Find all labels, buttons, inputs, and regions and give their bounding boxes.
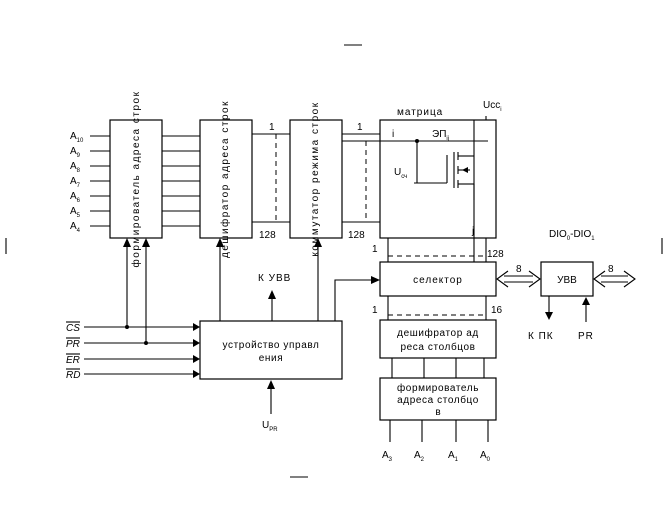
mode-switch-block xyxy=(289,119,343,239)
coldecoder-to-colformer-lines xyxy=(391,358,485,378)
control-signal-label: ER xyxy=(66,355,80,366)
column-address-labels: A3 A2 A1 A0 xyxy=(382,450,491,463)
external-bus-width: 8 xyxy=(608,264,614,275)
control-signal-label: RD xyxy=(66,370,80,381)
selector-bus-width: 8 xyxy=(516,264,522,275)
column-address-lines xyxy=(389,420,489,442)
decoder-out-128-label: 128 xyxy=(259,230,276,241)
matrix-to-selector-bus xyxy=(387,238,487,262)
matrix-title: матрица xyxy=(397,107,443,118)
column-address-label: A2 xyxy=(414,450,425,463)
row-address-former-label: формирователь адреса строк xyxy=(130,91,142,268)
address-input-label: A9 xyxy=(70,146,81,159)
column-decoder-block xyxy=(379,319,497,359)
control-signal-label: CS xyxy=(66,323,80,334)
column-address-label: A3 xyxy=(382,450,393,463)
address-input-label: A6 xyxy=(70,191,81,204)
row-address-former-block xyxy=(109,119,163,239)
decoder-to-switch-bus xyxy=(252,133,290,223)
cell-label: ЭПij xyxy=(432,129,449,142)
selector-label: селектор xyxy=(413,275,463,286)
address-input-label: A4 xyxy=(70,221,81,234)
control-unit-block xyxy=(199,320,343,380)
selector-block xyxy=(379,261,497,297)
control-signal-label: PR xyxy=(66,339,80,350)
kpk-arrow xyxy=(545,312,553,320)
ucc-label: Ucci xyxy=(483,100,502,113)
switch-out-128-label: 128 xyxy=(348,230,365,241)
column-decoder-label-1: дешифратор ад xyxy=(397,327,479,339)
selector-uvv-bus-arrow xyxy=(496,270,541,288)
col-index-label: j xyxy=(471,226,474,237)
column-former-block xyxy=(379,377,497,421)
upr-label: UPR xyxy=(262,420,278,433)
matrix-block xyxy=(379,119,497,239)
address-input-label: A5 xyxy=(70,206,81,219)
column-decoder-label-2: реса столбцов xyxy=(400,341,475,353)
io-device-label: УВВ xyxy=(557,275,577,286)
row-decoder-block xyxy=(199,119,253,239)
control-signal-labels: CS PR ER RD xyxy=(66,321,80,381)
kpk-label: К ПК xyxy=(528,331,554,342)
coldec-1-label: 1 xyxy=(372,305,378,316)
pr-arrow xyxy=(582,297,590,305)
selector-to-coldecoder-bus xyxy=(387,296,487,320)
upr-arrow xyxy=(267,380,275,389)
control-signal-lines xyxy=(84,323,200,378)
io-device-block xyxy=(540,261,594,297)
mode-switch-label: коммутатор режима строк xyxy=(310,101,321,256)
matrix-out-128-label: 128 xyxy=(487,249,504,260)
address-input-label: A10 xyxy=(70,131,84,144)
switch-out-1-label: 1 xyxy=(357,122,363,133)
control-unit-outputs xyxy=(216,238,380,321)
former-to-decoder-lines xyxy=(162,135,200,227)
dio-label: DIO0-DIO1 xyxy=(549,229,595,242)
column-former-label-2: адреса столбцо xyxy=(397,394,479,406)
matrix-out-1-label: 1 xyxy=(372,244,378,255)
address-input-label: A7 xyxy=(70,176,81,189)
column-address-label: A0 xyxy=(480,450,491,463)
row-index-label: i xyxy=(392,129,394,140)
row-decoder-label: дешифратор адреса строк xyxy=(219,100,231,258)
read-voltage-label: Uсч xyxy=(394,167,407,180)
address-input-label: A8 xyxy=(70,161,81,174)
column-address-label: A1 xyxy=(448,450,459,463)
memory-cell xyxy=(380,120,488,262)
pr-label: PR xyxy=(578,331,594,342)
column-former-label-3: в xyxy=(435,407,440,418)
decoder-out-1-label: 1 xyxy=(269,122,275,133)
control-unit-label-2: ения xyxy=(259,353,284,364)
control-unit-label-1: устройство управл xyxy=(223,340,320,351)
row-address-lines xyxy=(90,135,110,227)
column-former-label-1: формирователь xyxy=(397,382,479,394)
to-uvv-label: К УВВ xyxy=(258,273,291,284)
external-data-bus-arrow xyxy=(593,270,636,288)
cs-pr-taps xyxy=(123,238,150,345)
coldec-16-label: 16 xyxy=(491,305,503,316)
